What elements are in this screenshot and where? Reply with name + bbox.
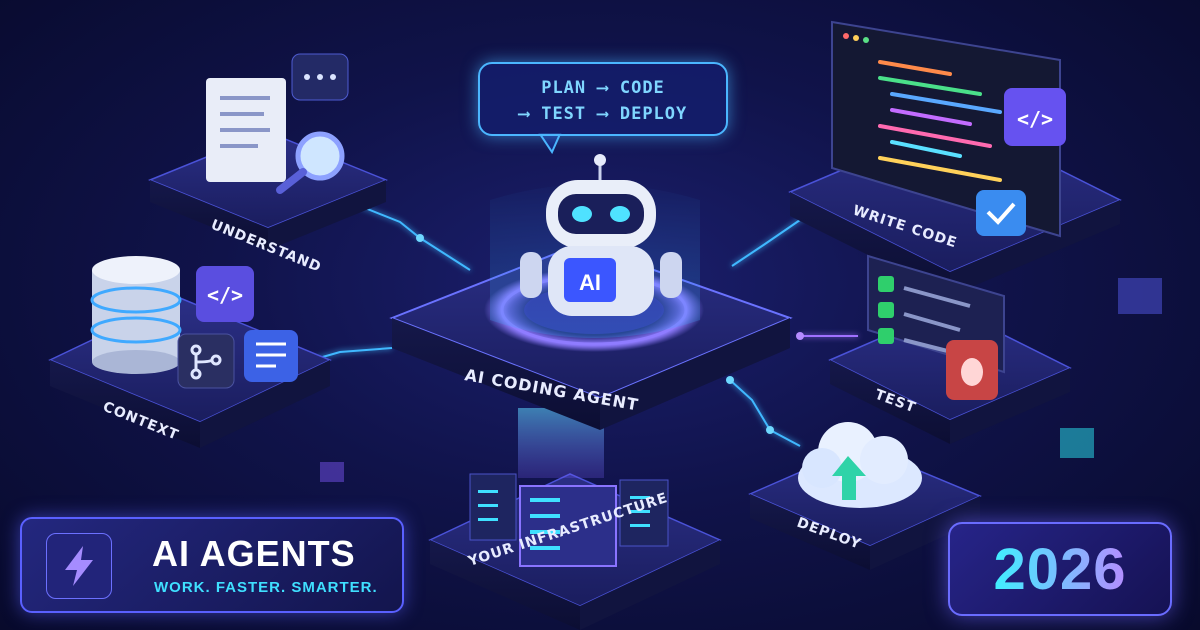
node-context: </> CONTEXT (48, 256, 332, 448)
workflow-line-1: PLAN ⟶ CODE (541, 78, 665, 98)
workflow-line-2: ⟶ TEST ⟶ DEPLOY (518, 104, 688, 124)
year-badge: 2026 (948, 522, 1172, 616)
code-tag-icon (196, 266, 254, 322)
code-tag-icon (1004, 88, 1066, 146)
node-write-code: </> WRITE CODE (788, 20, 1122, 296)
svg-text:</>: </> (207, 283, 243, 307)
bubble-tail (538, 133, 562, 155)
database-icon (90, 256, 182, 374)
lightning-bolt-icon (46, 533, 112, 599)
svg-text:</>: </> (1017, 107, 1053, 131)
node-center: AI AI CODING AGENT (389, 154, 793, 430)
connector-understand (344, 199, 471, 271)
connector-deploy (729, 379, 801, 447)
robot-icon (520, 154, 682, 316)
magnifier-icon (295, 131, 345, 181)
code-editor-icon (831, 20, 1061, 238)
year-text: 2026 (993, 536, 1127, 602)
decorative-cubes (320, 278, 1162, 482)
node-test: TEST (828, 254, 1072, 444)
node-understand: UNDERSTAND (148, 53, 388, 276)
cloud-upload-icon (798, 422, 922, 508)
checkmark-icon (976, 190, 1026, 236)
brand-title: AI AGENTS (152, 533, 356, 574)
server-rack-icon (469, 473, 669, 567)
robot-badge: AI (579, 270, 601, 295)
node-deploy: DEPLOY (748, 422, 982, 570)
workflow-bubble: PLAN ⟶ CODE ⟶ TEST ⟶ DEPLOY (478, 62, 728, 136)
node-infrastructure: YOUR INFRASTRUCTURE (428, 408, 722, 630)
brand-badge: AI AGENTS WORK. FASTER. SMARTER. (20, 517, 404, 613)
brand-subtitle: WORK. FASTER. SMARTER. (154, 579, 378, 596)
